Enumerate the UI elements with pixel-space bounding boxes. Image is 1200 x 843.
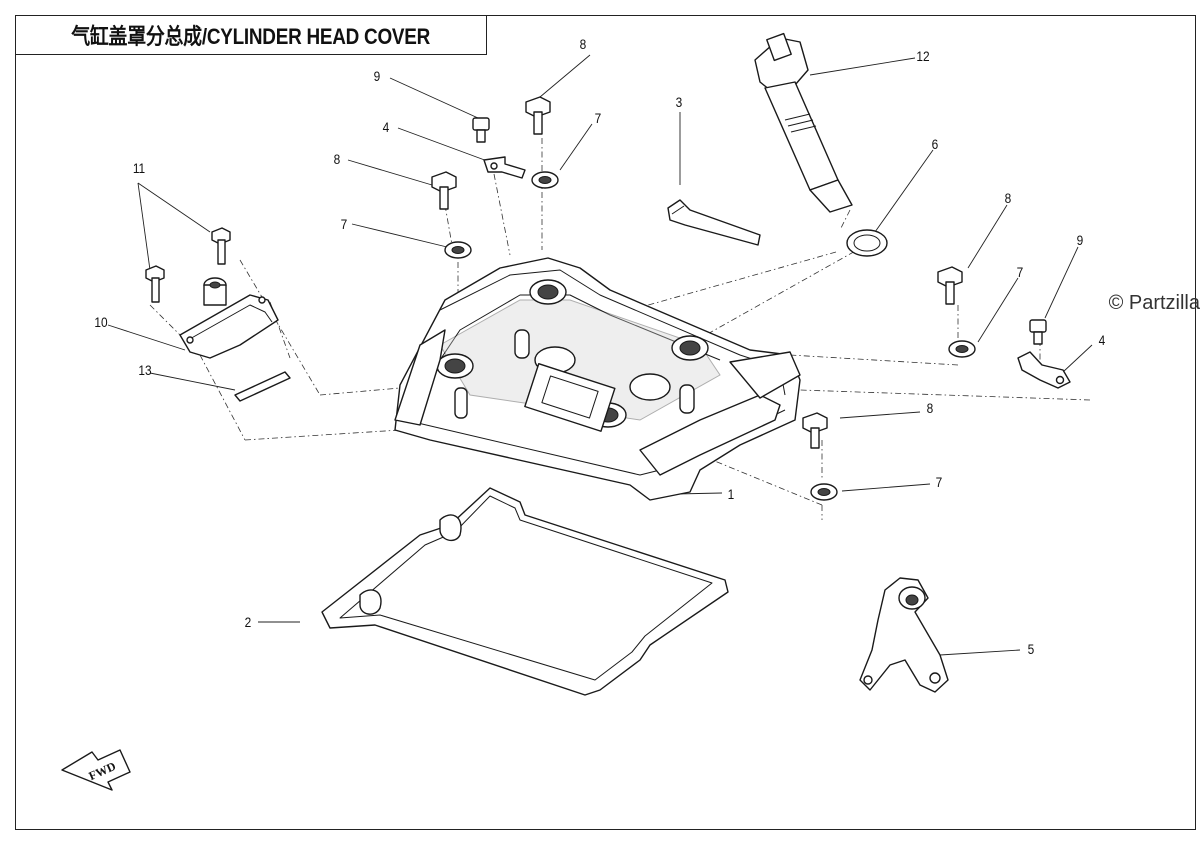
callout-9-left: 9 <box>373 68 381 84</box>
bracket-right <box>1017 351 1071 389</box>
washers <box>444 171 976 501</box>
callout-3: 3 <box>675 94 683 110</box>
callout-8-right: 8 <box>1004 190 1012 206</box>
callout-6: 6 <box>931 136 939 152</box>
fwd-arrow: FWD <box>61 749 131 791</box>
small-bolts <box>472 117 1047 345</box>
breather-cover <box>179 277 279 359</box>
leader-lines <box>107 54 1093 656</box>
drawing-frame <box>15 15 1196 830</box>
seal-ring <box>846 229 888 257</box>
callout-4-right: 4 <box>1098 332 1106 348</box>
pin <box>234 371 291 402</box>
callout-2: 2 <box>244 614 252 630</box>
bracket-left <box>483 156 526 179</box>
gasket <box>321 487 729 696</box>
callout-7-right: 7 <box>1016 264 1024 280</box>
diagram-title: 气缸盖罩分总成/CYLINDER HEAD COVER <box>71 23 430 49</box>
hanger-bracket <box>859 577 949 693</box>
title-block: 气缸盖罩分总成/CYLINDER HEAD COVER <box>15 15 487 55</box>
callout-4-left: 4 <box>382 119 390 135</box>
callout-13: 13 <box>138 362 152 378</box>
callout-11: 11 <box>132 160 146 176</box>
callout-5: 5 <box>1027 641 1035 657</box>
callout-9-right: 9 <box>1076 232 1084 248</box>
bolts <box>431 96 963 449</box>
ignition-coil <box>754 32 853 213</box>
callout-1: 1 <box>727 486 735 502</box>
callout-8-left: 8 <box>333 151 341 167</box>
callout-12: 12 <box>916 48 930 64</box>
callout-7-left: 7 <box>340 216 348 232</box>
cylinder-head-cover <box>394 257 801 501</box>
cover-bolts <box>145 227 231 303</box>
callout-7-top: 7 <box>594 110 602 126</box>
callout-8-top: 8 <box>579 36 587 52</box>
callout-10: 10 <box>94 314 108 330</box>
watermark: © Partzilla <box>1108 292 1200 314</box>
callout-8-low: 8 <box>926 400 934 416</box>
clip <box>667 199 761 246</box>
callout-7-low: 7 <box>935 474 943 490</box>
